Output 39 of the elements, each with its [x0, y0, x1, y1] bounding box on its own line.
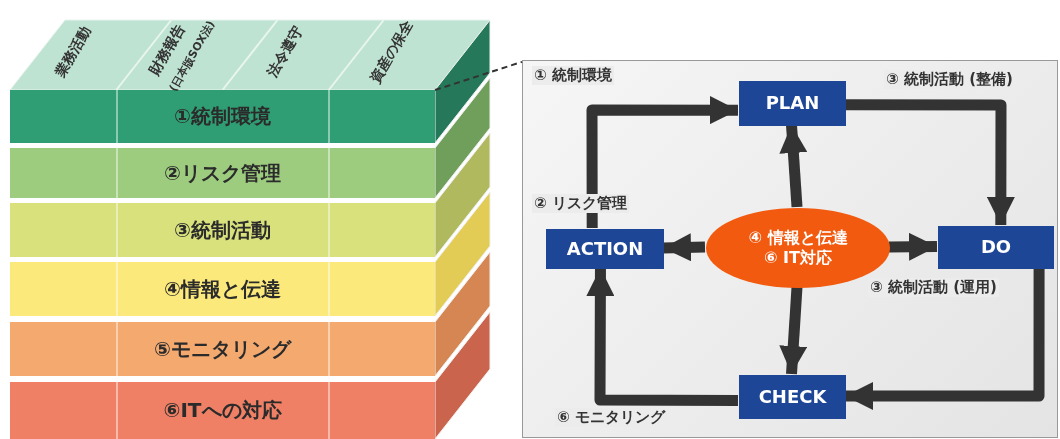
layer-band [10, 262, 435, 316]
layer-label: ②リスク管理 [164, 160, 281, 186]
process-box [739, 375, 846, 419]
arrow [845, 99, 1015, 225]
arrow [888, 232, 938, 261]
layer-label: ④情報と伝達 [164, 276, 281, 302]
layer-band [10, 148, 435, 198]
process-box [739, 81, 846, 126]
layer-label: ⑤モニタリング [154, 336, 291, 362]
layer-label: ⑥ITへの対応 [163, 398, 282, 423]
column-label: 業務活動 [52, 23, 96, 81]
arrow [779, 124, 808, 208]
node-label: DO [980, 236, 1012, 259]
column-label: 資産の保全 [366, 17, 417, 87]
node-label: CHECK [758, 385, 827, 409]
arrow [779, 286, 808, 375]
node-label: ⑥ IT対応 [764, 248, 832, 268]
node-label: PLAN [765, 92, 820, 115]
node-caption: ② リスク管理 [532, 194, 629, 213]
arrow [662, 233, 706, 262]
layer-label: ③統制活動 [174, 217, 271, 243]
layer-band [10, 90, 435, 143]
layer-band [10, 203, 435, 257]
edge-label: ③ 統制活動 (運用) [868, 278, 999, 297]
arrow [586, 96, 738, 228]
edge-label: ⑥ モニタリング [555, 408, 667, 427]
node-label: ④ 情報と伝達 [748, 228, 848, 248]
arrow [586, 268, 738, 406]
dashed-line [434, 60, 523, 91]
node-label: ACTION [566, 237, 644, 261]
edge-label: ① 統制環境 [532, 66, 614, 85]
layer-band [10, 322, 435, 376]
arrow [845, 268, 1045, 410]
process-box [938, 226, 1054, 269]
layer-band [10, 382, 435, 439]
process-box [546, 229, 664, 269]
layer-label: ①統制環境 [174, 104, 271, 129]
column-label: 法令遵守 [264, 23, 308, 81]
edge-label: ③ 統制活動 (整備) [884, 70, 1015, 89]
